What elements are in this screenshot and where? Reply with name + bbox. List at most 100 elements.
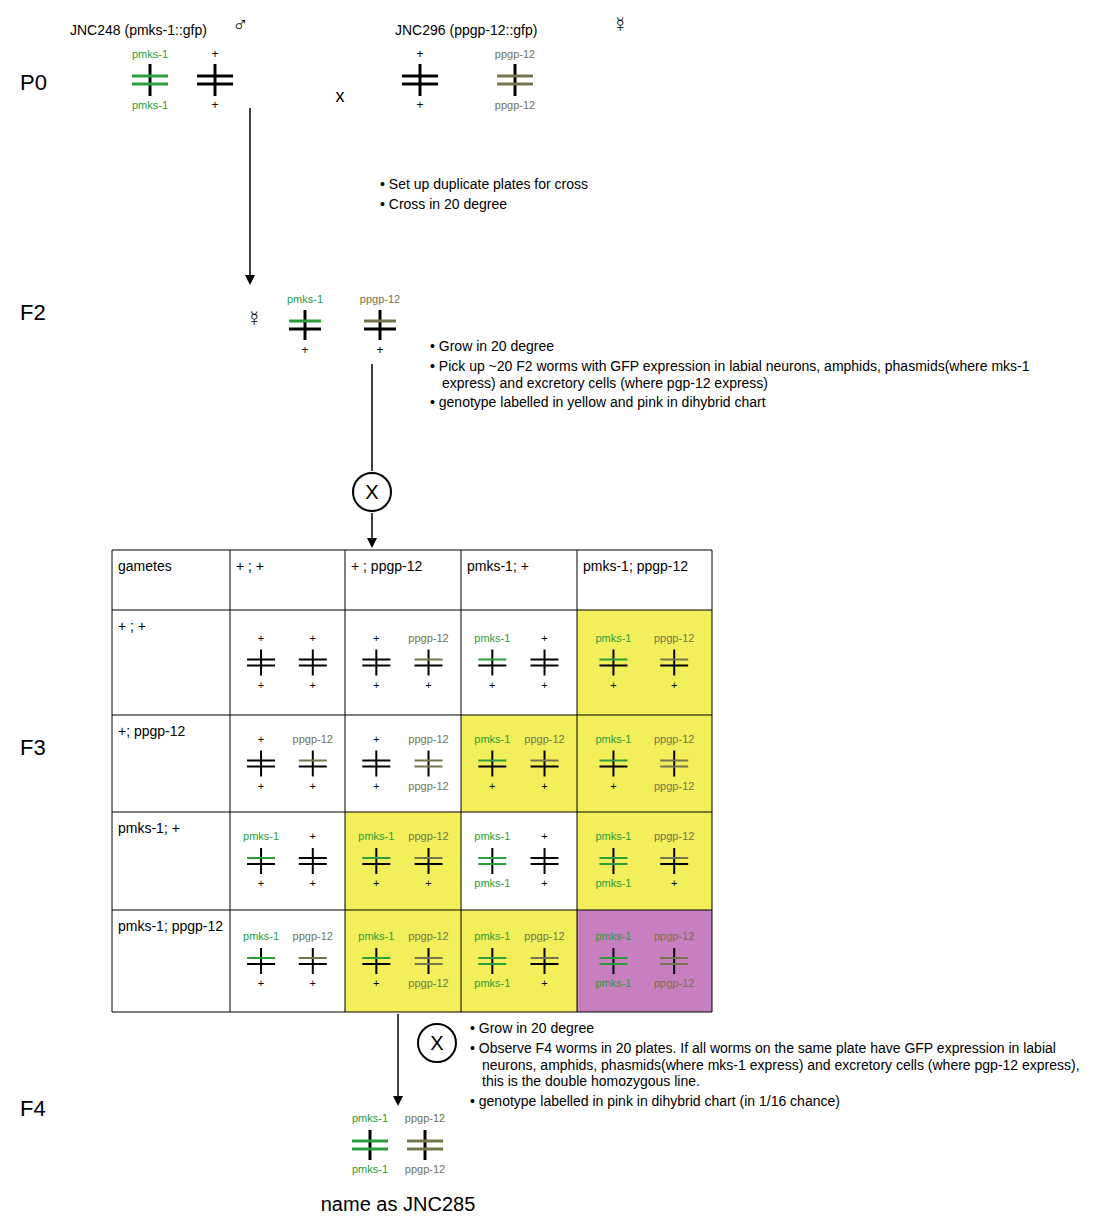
allele-label: pmks-1	[243, 930, 279, 943]
table-grid-line	[461, 550, 462, 1012]
allele-label: +	[258, 632, 264, 645]
chromosome-line	[247, 760, 275, 762]
allele-label: +	[310, 780, 316, 793]
chromosome-line	[362, 857, 390, 859]
centromere-line	[375, 751, 377, 777]
allele-label: pmks-1	[358, 830, 394, 843]
chromosome-line	[299, 863, 327, 865]
genotype-highlight	[577, 610, 712, 715]
centromere-line	[375, 948, 377, 974]
label: ppgp-12	[405, 1112, 445, 1125]
allele-label: +	[541, 679, 547, 692]
chromosome-line	[478, 659, 506, 661]
chromosome-line	[247, 963, 275, 965]
chromosome-line	[197, 75, 233, 78]
chromosome-line	[478, 766, 506, 768]
table-grid-line	[712, 550, 713, 1012]
label: JNC296 (ppgp-12::gfp)	[395, 22, 537, 39]
centromere-line	[260, 948, 262, 974]
allele-label: ppgp-12	[408, 780, 448, 793]
chromosome-line	[407, 1140, 443, 1143]
allele-label: +	[671, 679, 677, 692]
allele-label: pmks-1	[474, 830, 510, 843]
label: +	[416, 47, 423, 61]
allele-label: +	[310, 679, 316, 692]
centromere-line	[312, 751, 314, 777]
chromosome-line	[497, 75, 533, 78]
allele-label: +	[425, 877, 431, 890]
cross-circle: X	[417, 1023, 457, 1063]
label: +	[211, 47, 218, 61]
arrow-head	[393, 1096, 403, 1106]
chromosome-line	[247, 766, 275, 768]
centromere-line	[612, 948, 614, 974]
allele-label: ppgp-12	[654, 780, 694, 793]
allele-label: ppgp-12	[654, 733, 694, 746]
table-grid-line	[112, 910, 712, 911]
centromere-line	[260, 848, 262, 874]
chromosome-line	[289, 328, 321, 331]
table-grid-line	[230, 550, 231, 1012]
label: pmks-1	[352, 1163, 388, 1176]
allele-label: pmks-1	[474, 877, 510, 890]
chromosome-line	[362, 957, 390, 959]
label: • Set up duplicate plates for cross	[380, 176, 892, 193]
chromosome-line	[415, 963, 443, 965]
allele-label: +	[489, 780, 495, 793]
label: P0	[20, 70, 47, 96]
centromere-line	[673, 848, 675, 874]
table-grid-line	[112, 610, 712, 611]
chromosome-line	[299, 857, 327, 859]
label: +	[376, 343, 383, 357]
centromere-line	[375, 650, 377, 676]
chromosome-line	[362, 863, 390, 865]
genotype-highlight	[461, 910, 577, 1012]
chromosome-line	[660, 863, 688, 865]
label: • Cross in 20 degree	[380, 196, 892, 213]
table-grid-line	[112, 1012, 712, 1013]
allele-label: pmks-1	[474, 930, 510, 943]
chromosome-line	[531, 963, 559, 965]
chromosome-line	[599, 760, 627, 762]
allele-label: pmks-1	[595, 930, 631, 943]
label: + ; +	[236, 558, 353, 575]
chromosome-line	[599, 957, 627, 959]
table-grid-line	[345, 550, 346, 1012]
chromosome-line	[599, 863, 627, 865]
label: + ; ppgp-12	[351, 558, 469, 575]
allele-label: ppgp-12	[654, 977, 694, 990]
chromosome-line	[132, 75, 168, 78]
label: • Grow in 20 degree	[430, 338, 1082, 355]
chromosome-line	[599, 766, 627, 768]
allele-label: pmks-1	[243, 830, 279, 843]
table-grid-line	[112, 812, 712, 813]
allele-label: +	[610, 679, 616, 692]
centromere-line	[419, 64, 422, 96]
allele-label: +	[310, 632, 316, 645]
allele-label: ppgp-12	[408, 977, 448, 990]
chromosome-line	[364, 328, 396, 331]
chromosome-line	[364, 320, 396, 323]
allele-label: +	[489, 679, 495, 692]
chromosome-line	[299, 957, 327, 959]
centromere-line	[673, 650, 675, 676]
chromosome-line	[531, 659, 559, 661]
label: • Pick up ~20 F2 worms with GFP expressi…	[430, 358, 1082, 392]
allele-label: ppgp-12	[408, 733, 448, 746]
label: ppgp-12	[495, 48, 535, 61]
chromosome-line	[415, 957, 443, 959]
chromosome-line	[362, 963, 390, 965]
chromosome-line	[247, 957, 275, 959]
allele-label: pmks-1	[595, 733, 631, 746]
chromosome-line	[415, 766, 443, 768]
cross-symbol: X	[365, 482, 378, 502]
centromere-line	[424, 1130, 427, 1160]
table-grid-line	[577, 550, 578, 1012]
allele-label: pmks-1	[595, 830, 631, 843]
label: +	[211, 98, 218, 112]
allele-label: +	[541, 977, 547, 990]
label: pmks-1	[352, 1112, 388, 1125]
chromosome-line	[197, 83, 233, 86]
label: pmks-1	[132, 48, 168, 61]
arrow-line	[249, 108, 251, 277]
